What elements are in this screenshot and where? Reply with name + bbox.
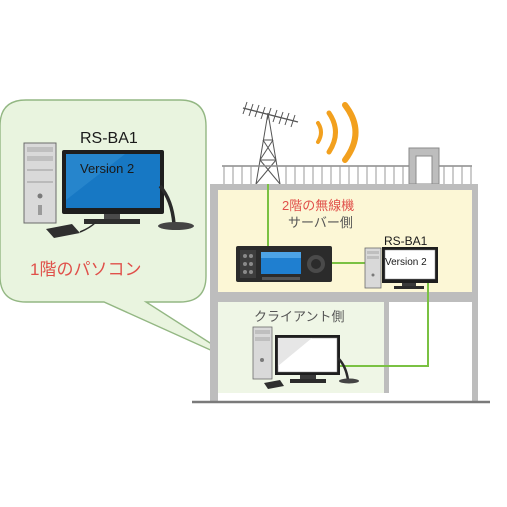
- server-label-line2: サーバー側: [288, 215, 353, 230]
- lan-cables: [267, 184, 429, 367]
- yagi-antenna-icon: [242, 101, 299, 128]
- pc-tower-icon: [364, 247, 382, 289]
- callout-device-name: RS-BA1: [80, 130, 138, 147]
- keyboard-icon: [46, 221, 97, 238]
- partition-wall: [384, 302, 389, 393]
- callout-bubble: [0, 99, 247, 367]
- pc-tower-icon: [252, 326, 273, 380]
- server-version: Version 2: [385, 257, 427, 268]
- pc-tower-icon: [23, 142, 57, 224]
- server-to-client-cable: [340, 280, 429, 367]
- floor1-room-right: [389, 302, 472, 393]
- antenna-mast: [255, 112, 281, 185]
- callout-version: Version 2: [80, 161, 134, 176]
- callout-location-label: 1階のパソコン: [30, 260, 141, 279]
- server-device-name: RS-BA1: [384, 234, 428, 248]
- roof-chimney: [408, 147, 440, 185]
- floor-slab: [210, 292, 478, 302]
- monitor-icon: [275, 335, 340, 383]
- transceiver-icon: [236, 246, 332, 282]
- monitor-icon: [62, 150, 164, 224]
- radio-waves-icon: [316, 102, 359, 163]
- roof-slab: [210, 184, 478, 190]
- house: [192, 184, 490, 404]
- client-label: クライアント側: [254, 309, 344, 324]
- keyboard-icon: [264, 380, 284, 389]
- desk-microphone-icon: [158, 184, 194, 230]
- monitor-icon: [382, 247, 438, 289]
- callout-bubble-shape: [0, 99, 247, 367]
- server-label-line1: 2階の無線機: [282, 198, 354, 213]
- desk-microphone-icon: [337, 357, 359, 384]
